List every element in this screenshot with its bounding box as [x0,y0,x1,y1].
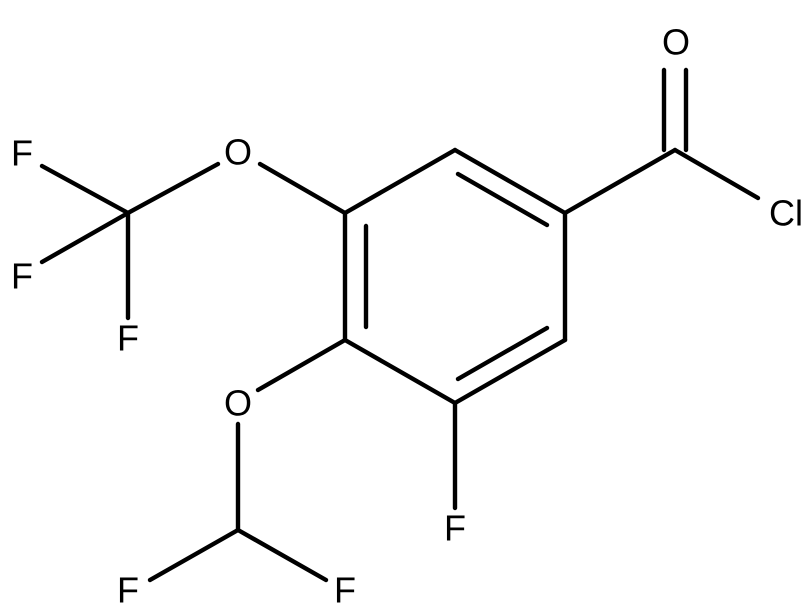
atom-f-cf3-top: F [11,133,33,174]
bond-cf3-f-top [39,163,131,216]
ring-bond-c3-c4-inner [455,325,550,382]
ring-bond-c3-c4 [452,337,568,406]
bond-ring-o-ochf2 [255,337,348,393]
ring-bond-c1-c2 [452,147,568,216]
ring-bond-c1-c2-inner [455,171,550,228]
atom-o-difluoromethoxy: O [224,383,252,424]
atom-f-ring: F [444,508,466,549]
atom-cl: Cl [769,193,803,234]
atom-f-chf2-right: F [334,570,356,611]
bonds [39,67,761,583]
bond-ring-carbonyl [562,147,678,216]
bond-chf2-f-left [147,527,241,583]
atom-o-carbonyl: O [662,22,690,63]
ring-bond-c6-c1 [342,147,458,216]
bond-o-cf3 [125,161,221,216]
bond-ring-o-ocf3 [257,161,348,216]
atom-f-cf3-bottom: F [117,318,139,359]
atom-o-trifluoromethoxy: O [224,132,252,173]
atom-labels: O Cl O F F F O F F F [11,22,803,611]
bond-cf3-f-left [39,210,131,265]
bond-chf2-f-right [235,527,329,583]
ring-bond-c4-c5 [342,337,458,406]
atom-f-cf3-left: F [11,256,33,297]
bond-carbonyl-cl [672,147,761,201]
atom-f-chf2-left: F [117,570,139,611]
